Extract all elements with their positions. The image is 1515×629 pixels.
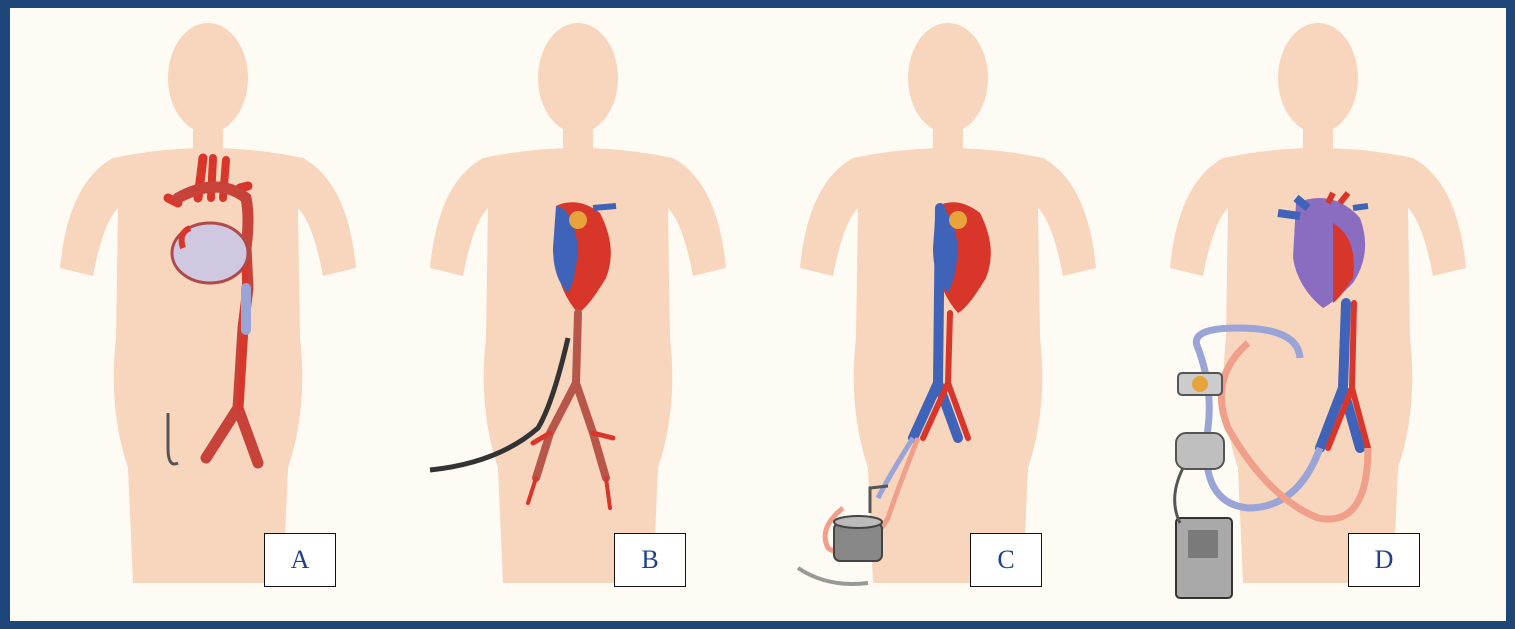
panel-label-c: C — [970, 533, 1042, 587]
diagram-frame: A B — [10, 8, 1506, 621]
panel-c: C — [758, 8, 1128, 621]
panel-b-illustration — [388, 8, 758, 621]
panel-b: B — [388, 8, 758, 621]
panel-c-illustration — [758, 8, 1128, 621]
body-silhouette — [800, 23, 1096, 583]
panel-d: D — [1128, 8, 1498, 621]
panel-a-illustration — [18, 8, 388, 621]
panel-label-a: A — [264, 533, 336, 587]
panel-label-d: D — [1348, 533, 1420, 587]
panel-d-illustration — [1128, 8, 1498, 621]
panel-a: A — [18, 8, 388, 621]
panel-label-b: B — [614, 533, 686, 587]
heart-illustration — [172, 223, 248, 283]
body-silhouette — [60, 23, 356, 583]
